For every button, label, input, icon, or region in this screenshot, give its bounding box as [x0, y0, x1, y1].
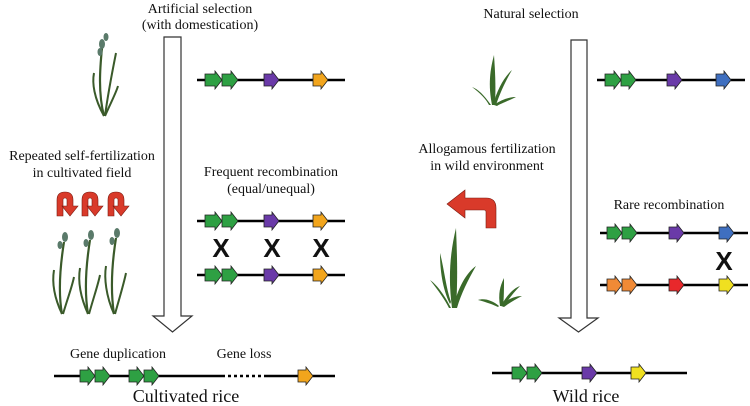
gene-arrow-green — [204, 210, 223, 232]
gene-arrow-green — [620, 69, 637, 91]
gene-arrow-green — [128, 365, 145, 387]
recombination-line1: Frequent recombination — [204, 165, 338, 180]
rice-plant-icon — [78, 230, 101, 315]
gene-track-wild-initial — [604, 69, 732, 91]
gene-arrow-red — [668, 274, 685, 296]
allogamous-line1: Allogamous fertilization — [418, 142, 555, 157]
wild-grass-icon — [478, 278, 522, 307]
gene-arrow-orange — [297, 365, 314, 387]
cross-fertilization-arrow-icon — [446, 189, 497, 229]
gene-track-wild-result — [511, 362, 647, 384]
selection-down-arrow — [557, 39, 600, 333]
recombination-line2: (equal/unequal) — [227, 182, 315, 197]
gene-arrow-light-orange — [621, 274, 638, 296]
gene-arrow-orange — [312, 210, 329, 232]
hook-arrow-icon — [107, 191, 130, 217]
gene-track-recomb-top — [204, 210, 329, 232]
gene-arrow-green — [204, 69, 223, 91]
hook-arrow-icon — [81, 191, 104, 217]
gene-track-recomb-bottom — [204, 264, 329, 286]
gene-arrow-orange — [312, 264, 329, 286]
gene-duplication-label: Gene duplication — [70, 347, 166, 362]
hook-arrow-icon — [56, 191, 79, 217]
gene-arrow-green — [221, 264, 239, 286]
right-panel: Natural selection Allogamous fertilizati… — [418, 7, 748, 406]
gene-arrow-green — [606, 222, 623, 244]
gene-track-wild-recomb-bottom — [606, 274, 735, 296]
rice-plant-icon — [104, 228, 127, 315]
gene-arrow-green — [221, 69, 239, 91]
gene-arrow-purple — [668, 222, 685, 244]
gene-arrow-green — [511, 362, 528, 384]
gene-arrow-green — [204, 264, 223, 286]
wild-grass-icon — [472, 55, 516, 106]
rare-recombination-label: Rare recombination — [614, 198, 725, 213]
gene-arrow-purple — [263, 69, 280, 91]
right-title: Natural selection — [483, 7, 578, 22]
gene-arrow-purple — [263, 264, 280, 286]
self-fertilization-line1: Repeated self-fertilization — [9, 149, 155, 164]
gene-track-initial — [204, 69, 329, 91]
gene-arrow-green — [79, 365, 96, 387]
rice-plant-icon — [52, 232, 75, 315]
crossover-mark: X — [212, 233, 230, 263]
wild-rice-label: Wild rice — [553, 386, 620, 406]
gene-arrow-purple — [263, 210, 280, 232]
gene-arrow-light-orange — [606, 274, 623, 296]
gene-track-cultivated — [79, 365, 314, 387]
selection-down-arrow — [151, 36, 194, 333]
crossover-mark: X — [312, 233, 330, 263]
gene-arrow-green — [621, 222, 638, 244]
self-fertilization-arrows — [56, 191, 130, 217]
gene-arrow-green — [94, 365, 111, 387]
crossover-mark: X — [715, 246, 733, 276]
gene-track-wild-recomb-top — [606, 222, 735, 244]
gene-loss-label: Gene loss — [217, 347, 272, 362]
gene-arrow-blue — [718, 222, 735, 244]
wild-grass-icon — [430, 228, 476, 308]
gene-arrow-purple — [581, 362, 598, 384]
gene-arrow-green — [526, 362, 543, 384]
left-title-line2: (with domestication) — [142, 18, 259, 33]
gene-arrow-orange — [312, 69, 329, 91]
allogamous-line2: in wild environment — [430, 159, 544, 174]
gene-arrow-yellow — [630, 362, 647, 384]
self-fertilization-line2: in cultivated field — [33, 166, 132, 181]
rice-plant-icon — [92, 33, 119, 117]
gene-arrow-green — [221, 210, 239, 232]
gene-arrow-blue — [715, 69, 732, 91]
crossover-mark: X — [263, 233, 281, 263]
gene-arrow-green — [604, 69, 622, 91]
gene-arrow-purple — [666, 69, 683, 91]
gene-arrow-yellow — [718, 274, 735, 296]
cultivated-rice-label: Cultivated rice — [133, 386, 239, 406]
rice-plants-group — [52, 228, 127, 315]
left-title-line1: Artificial selection — [148, 2, 253, 17]
left-panel: Artificial selection (with domestication… — [9, 2, 345, 406]
gene-arrow-green — [143, 365, 160, 387]
